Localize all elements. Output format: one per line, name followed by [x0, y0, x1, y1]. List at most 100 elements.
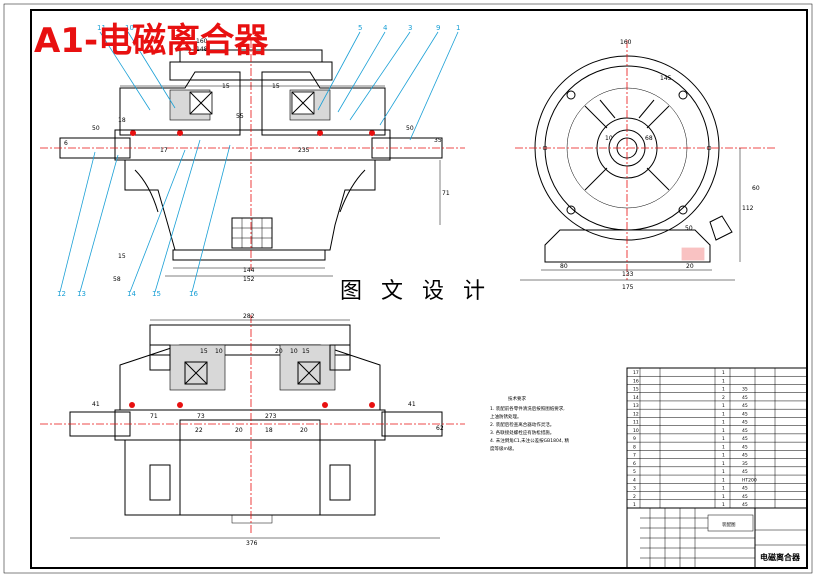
parts-cell: 7 [633, 453, 636, 459]
parts-cell: 45 [742, 502, 748, 508]
note-line-5: 4. 未注倒角C1,未注公差按GB1804, 精 [490, 437, 570, 444]
dim-152: 152 [243, 276, 255, 283]
note-line-6: 度等级m级。 [490, 445, 517, 452]
dim-b62: 62 [436, 425, 444, 432]
parts-cell: 45 [742, 444, 748, 450]
parts-cell: 45 [742, 453, 748, 459]
parts-cell: 45 [742, 420, 748, 426]
inner-border [30, 9, 808, 569]
dim-side-160: 160 [620, 39, 632, 46]
parts-cell: 15 [633, 387, 639, 393]
balloon-3: 3 [408, 24, 412, 32]
balloon-13: 13 [77, 290, 86, 298]
front-balloons: 11 10 5 4 3 9 1 12 13 14 15 16 [57, 24, 460, 298]
balloon-5: 5 [358, 24, 362, 32]
outer-border [3, 3, 813, 574]
dim-17: 17 [160, 147, 168, 154]
dim-b15b: 15 [302, 348, 310, 355]
parts-cell: 35 [742, 461, 748, 467]
parts-cell: 1 [722, 411, 725, 417]
dim-b20c: 20 [300, 427, 308, 434]
balloon-1: 1 [456, 24, 460, 32]
dim-15c: 15 [118, 253, 126, 260]
dim-b71: 71 [150, 413, 158, 420]
dim-b22: 22 [195, 427, 203, 434]
parts-cell: 1 [722, 494, 725, 500]
dim-282: 282 [243, 313, 255, 320]
parts-cell: 1 [722, 403, 725, 409]
front-view: 160 148 15 15 50 50 17 55 18 35 235 71 1… [40, 38, 465, 283]
parts-cell: 2 [722, 395, 725, 401]
balloon-15: 15 [152, 290, 161, 298]
dim-b10b: 10 [290, 348, 298, 355]
dim-b15a: 15 [200, 348, 208, 355]
parts-cell: 1 [722, 387, 725, 393]
parts-cell: 45 [742, 436, 748, 442]
dim-side-10: 10 [605, 135, 613, 142]
balloon-16: 16 [189, 290, 198, 298]
dim-side-112: 112 [742, 205, 754, 212]
dim-side-133: 133 [622, 271, 634, 278]
dim-b20: 20 [275, 348, 283, 355]
parts-cell: 1 [722, 436, 725, 442]
parts-cell: 17 [633, 370, 639, 376]
parts-cell: 1 [722, 420, 725, 426]
balloon-9: 9 [436, 24, 440, 32]
parts-cell: 13 [633, 403, 639, 409]
dim-50a: 50 [92, 125, 100, 132]
parts-cell: 45 [742, 411, 748, 417]
parts-cell: 14 [633, 395, 639, 401]
dim-side-175: 175 [622, 284, 634, 291]
parts-cell: 3 [633, 486, 636, 492]
balloon-12: 12 [57, 290, 66, 298]
technical-notes: 技术要求 1. 装配前各零件清洗后按照图纸要求, 上油防锈处理。 2. 装配后检… [490, 395, 570, 452]
dim-18: 18 [118, 117, 126, 124]
parts-cell: 1 [722, 444, 725, 450]
dim-side-50: 50 [685, 225, 693, 232]
balloon-14: 14 [127, 290, 136, 298]
dim-58: 58 [113, 276, 121, 283]
parts-cell: 1 [722, 378, 725, 384]
drawing-title: A1-电磁离合器 [34, 21, 269, 61]
dim-15a: 15 [222, 83, 230, 90]
title-block-name: 电磁离合器 [760, 552, 801, 562]
parts-cell: 45 [742, 486, 748, 492]
parts-cell: 45 [742, 494, 748, 500]
parts-cell: 1 [722, 477, 725, 483]
dim-55: 55 [236, 113, 244, 120]
dim-71: 71 [442, 190, 450, 197]
dim-side-80: 80 [560, 263, 568, 270]
dim-144: 144 [243, 267, 255, 274]
balloon-11: 11 [97, 24, 106, 32]
dim-b18: 18 [265, 427, 273, 434]
note-line-4: 3. 各联接处螺栓应有防松措施。 [490, 429, 554, 436]
parts-cell: 1 [722, 428, 725, 434]
dim-side-60: 60 [752, 185, 760, 192]
dim-15b: 15 [272, 83, 280, 90]
side-view: 160 145 10 68 60 80 112 20 133 175 50 [515, 39, 775, 291]
dim-148: 148 [196, 46, 208, 53]
parts-cell: 6 [633, 461, 636, 467]
dim-b273: 273 [265, 413, 277, 420]
dim-50b: 50 [406, 125, 414, 132]
parts-cell: 12 [633, 411, 639, 417]
parts-cell: 4 [633, 477, 636, 483]
title-block-label: 装配图 [722, 521, 736, 528]
parts-cell: 45 [742, 428, 748, 434]
parts-cell: 8 [633, 444, 636, 450]
dim-side-145: 145 [660, 75, 672, 82]
balloon-10: 10 [125, 24, 134, 32]
parts-cell: 16 [633, 378, 639, 384]
parts-cell: 5 [633, 469, 636, 475]
watermark-text: 图 文 设 计 [340, 279, 491, 304]
dim-b73: 73 [197, 413, 205, 420]
parts-cell: 2 [633, 494, 636, 500]
dim-235: 235 [298, 147, 310, 154]
notes-heading: 技术要求 [508, 395, 526, 402]
bottom-view: 282 15 10 10 20 15 41 41 71 62 73 273 22… [40, 313, 465, 547]
parts-cell: 9 [633, 436, 636, 442]
parts-cell: 45 [742, 469, 748, 475]
parts-cell: 45 [742, 403, 748, 409]
